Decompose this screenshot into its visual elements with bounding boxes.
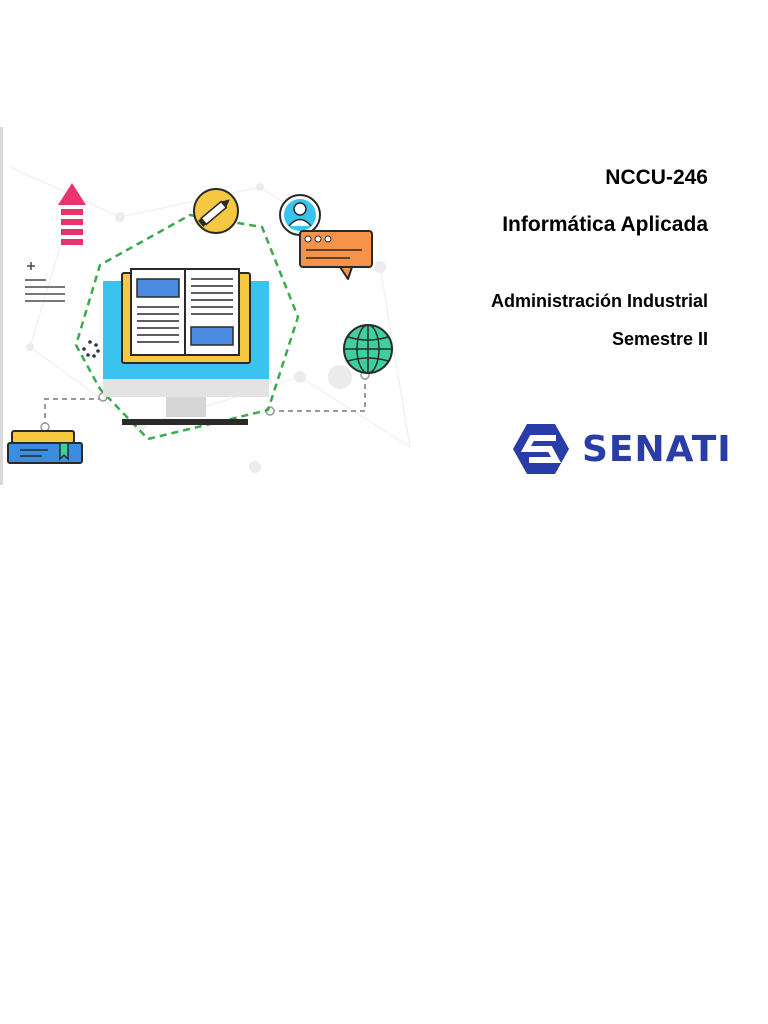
cover-banner: NCCU-246 Informática Aplicada Administra…: [0, 127, 768, 485]
course-name: Informática Aplicada: [502, 213, 708, 236]
senati-logo-text: SENATI: [582, 428, 732, 470]
open-book-icon: [121, 268, 251, 364]
career-name: Administración Industrial: [490, 291, 708, 311]
books-stack-icon: [7, 430, 83, 464]
chat-bubble-icon: [299, 230, 373, 280]
senati-hexagon-s-icon: [513, 424, 569, 474]
banner-left-border: [0, 127, 3, 485]
loading-icon: [82, 340, 100, 358]
globe-icon: [343, 324, 393, 374]
arrow-up-icon: [58, 183, 86, 245]
semester-label: Semestre II: [611, 329, 708, 349]
senati-logo: SENATI: [512, 422, 732, 476]
text-lines-icon: [25, 262, 65, 302]
course-code: NCCU-246: [605, 166, 708, 189]
user-icon: [279, 194, 321, 236]
education-illustration: [7, 166, 411, 473]
course-info: NCCU-246 Informática Aplicada Administra…: [388, 165, 708, 350]
pencil-icon: [193, 188, 239, 234]
